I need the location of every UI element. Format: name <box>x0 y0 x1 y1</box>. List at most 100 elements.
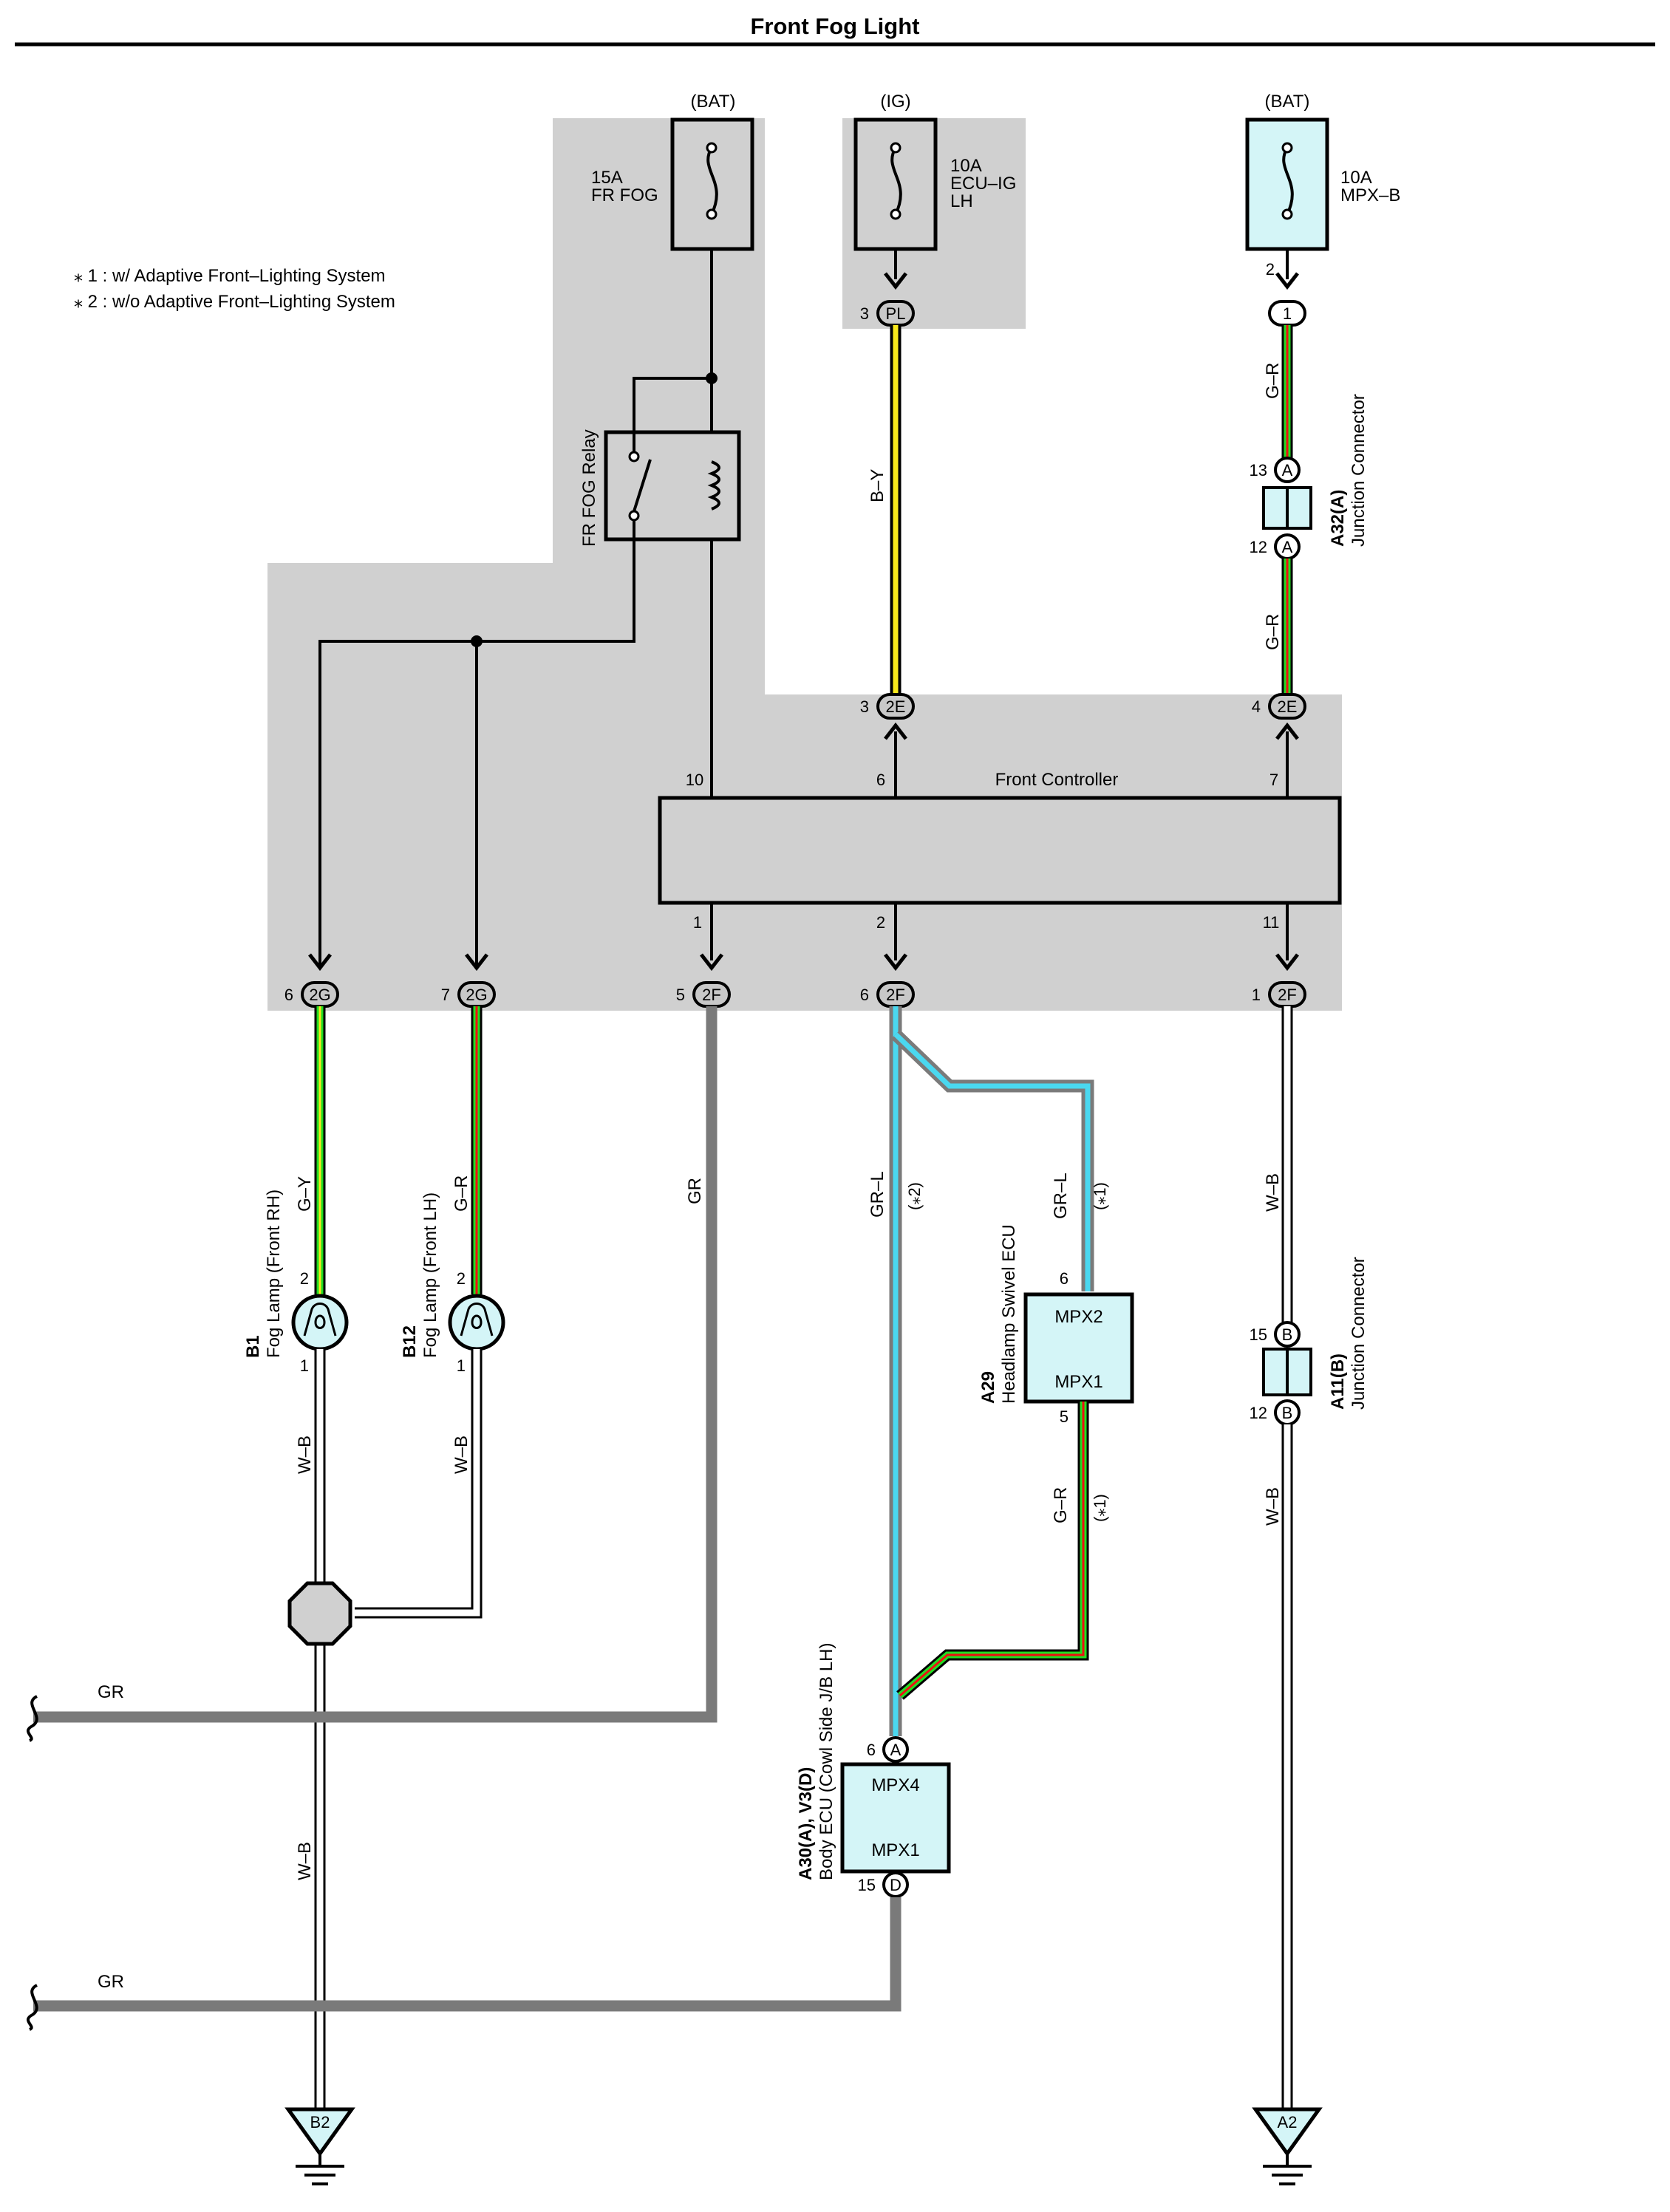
headlamp-swivel-ecu <box>1023 1292 1134 1404</box>
splice-point-fog <box>287 1581 352 1646</box>
page-title: Front Fog Light <box>751 13 920 39</box>
svg-text:B2: B2 <box>310 2113 330 2131</box>
lower-connectors: 2G 6 2G 7 2F 5 2F 6 2F 1 <box>284 953 1306 1008</box>
svg-text:2F: 2F <box>1278 986 1297 1004</box>
svg-text:2F: 2F <box>886 986 905 1004</box>
svg-text:2: 2 <box>457 1269 466 1288</box>
svg-text:A2: A2 <box>1278 2113 1298 2131</box>
fuse-fr-fog-name: FR FOG <box>591 185 658 205</box>
svg-text:MPX1: MPX1 <box>1054 1372 1102 1392</box>
fuse-mpx-b-name: MPX–B <box>1340 185 1400 205</box>
splice-dot-fog-branch <box>471 635 483 647</box>
ground-a2: A2 <box>1252 2107 1323 2185</box>
svg-text:6: 6 <box>1060 1269 1069 1288</box>
svg-text:2G: 2G <box>309 986 330 1004</box>
wire-grl-main-note: (⁎2) <box>905 1182 924 1210</box>
svg-text:11: 11 <box>1263 913 1280 932</box>
wire-by-label: B–Y <box>868 469 887 502</box>
fuse-fr-fog-source: (BAT) <box>691 92 736 112</box>
wire-gr-gray-label: GR <box>685 1178 705 1204</box>
svg-text:1: 1 <box>457 1356 466 1375</box>
ground-b2: B2 <box>284 2107 355 2185</box>
fog-lamp-lh-circuit: G–R 2 1 B12 Fog Lamp (Front LH) W–B <box>287 1006 505 1646</box>
wire-gr-swivel-out-note: (⁎1) <box>1091 1494 1109 1522</box>
svg-text:A: A <box>890 1741 902 1759</box>
swivel-ecu-name: Headlamp Swivel ECU <box>999 1224 1019 1404</box>
svg-text:A: A <box>1282 538 1293 556</box>
fog-rh-name: Fog Lamp (Front RH) <box>264 1189 284 1358</box>
fuse-mpx-b: (BAT) 10A MPX–B 2 <box>1245 92 1400 279</box>
swivel-ecu-code: A29 <box>978 1371 998 1404</box>
wire-gr-mpx-mid-label: G–R <box>1263 614 1283 650</box>
body-ecu-name: Body ECU (Cowl Side J/B LH) <box>817 1643 836 1880</box>
wire-gr-swivel-out-label: G–R <box>1051 1487 1071 1523</box>
svg-text:B: B <box>1282 1404 1293 1422</box>
junction-a32-name: Junction Connector <box>1349 394 1369 547</box>
wire-break-1 <box>27 1695 38 1742</box>
fuse-mpx-b-rating: 10A <box>1340 168 1372 188</box>
fuse-ecu-ig-name-1: ECU–IG <box>950 174 1016 194</box>
svg-text:4: 4 <box>1252 697 1261 716</box>
svg-text:MPX4: MPX4 <box>871 1775 919 1795</box>
wire-gr-mpx-top-label: G–R <box>1263 363 1283 399</box>
wire-gr-lh-label: G–R <box>451 1175 471 1212</box>
svg-text:B: B <box>1282 1325 1293 1344</box>
svg-text:12: 12 <box>1250 1404 1267 1422</box>
svg-text:2F: 2F <box>702 986 721 1004</box>
junction-a11-name: Junction Connector <box>1349 1257 1369 1410</box>
fuse-mpx-b-pin: 2 <box>1266 260 1275 279</box>
fog-rh-code: B1 <box>243 1335 263 1358</box>
fuse-ecu-ig-rating: 10A <box>950 156 982 176</box>
svg-text:6: 6 <box>284 986 293 1004</box>
svg-text:3: 3 <box>860 304 869 323</box>
svg-text:7: 7 <box>441 986 450 1004</box>
fuse-mpx-b-source: (BAT) <box>1265 92 1310 112</box>
wire-gr-gray: GR GR <box>27 1006 718 1742</box>
relay-label: FR FOG Relay <box>579 429 599 547</box>
junction-a11-code: A11(B) <box>1328 1354 1348 1410</box>
svg-text:6: 6 <box>876 771 885 789</box>
fog-lamp-rh-circuit: G–Y 2 1 B1 Fog Lamp (Front RH) W–B W–B <box>243 1006 349 2109</box>
wire-wb-left-lower-label: W–B <box>295 1842 315 1880</box>
shade-relay-block <box>267 118 1342 1011</box>
wire-break-2 <box>27 1984 38 2031</box>
wire-grl-swivel-note: (⁎1) <box>1091 1182 1109 1210</box>
svg-text:D: D <box>890 1876 902 1894</box>
svg-text:5: 5 <box>1060 1407 1069 1426</box>
svg-text:12: 12 <box>1250 538 1267 556</box>
fuse-ecu-ig-source: (IG) <box>880 92 910 112</box>
front-controller: Front Controller 10 6 7 1 2 11 <box>658 770 1342 960</box>
svg-text:15: 15 <box>858 1876 876 1894</box>
ground-a2-icon <box>1252 2107 1323 2157</box>
fog-lh-name: Fog Lamp (Front LH) <box>420 1192 440 1358</box>
wire-mpx-b: 1 G–R A 13 A 12 A32(A) Junction Connecto… <box>1250 249 1369 796</box>
wire-gr-left-1-label: GR <box>98 1682 124 1702</box>
lamp-rh-icon <box>303 1303 337 1337</box>
wire-wb-right-upper-label: W–B <box>1263 1173 1283 1212</box>
fog-lh-code: B12 <box>400 1325 420 1358</box>
svg-text:MPX1: MPX1 <box>871 1840 919 1860</box>
wire-wb-right-lower-label: W–B <box>1263 1487 1283 1526</box>
svg-text:3: 3 <box>860 697 869 716</box>
svg-text:5: 5 <box>676 986 685 1004</box>
svg-text:6: 6 <box>867 1741 876 1759</box>
note-1: ⁎ 1 : w/ Adaptive Front–Lighting System <box>74 266 386 286</box>
svg-text:2: 2 <box>300 1269 309 1288</box>
fuse-ecu-ig: (IG) 10A ECU–IG LH <box>853 92 1016 251</box>
front-controller-label: Front Controller <box>995 770 1119 790</box>
junction-a32-code: A32(A) <box>1328 490 1348 547</box>
wire-grl: GR–L (⁎2) GR–L (⁎1) 6 MPX2 MPX1 5 A29 He… <box>868 1006 1134 1736</box>
wire-by: PL 3 B–Y 2E 3 <box>860 249 915 796</box>
svg-text:1: 1 <box>300 1356 309 1375</box>
svg-text:2: 2 <box>876 913 885 932</box>
fuse-fr-fog: (BAT) 15A FR FOG <box>591 92 754 251</box>
svg-text:MPX2: MPX2 <box>1054 1307 1102 1327</box>
connector-2e-b <box>1268 693 1306 720</box>
svg-text:PL: PL <box>886 304 906 323</box>
note-2: ⁎ 2 : w/o Adaptive Front–Lighting System <box>74 292 395 312</box>
wire-grl-main-label: GR–L <box>868 1171 887 1218</box>
svg-text:1: 1 <box>1252 986 1261 1004</box>
fuse-ecu-ig-name-2: LH <box>950 191 973 211</box>
svg-text:1: 1 <box>693 913 702 932</box>
